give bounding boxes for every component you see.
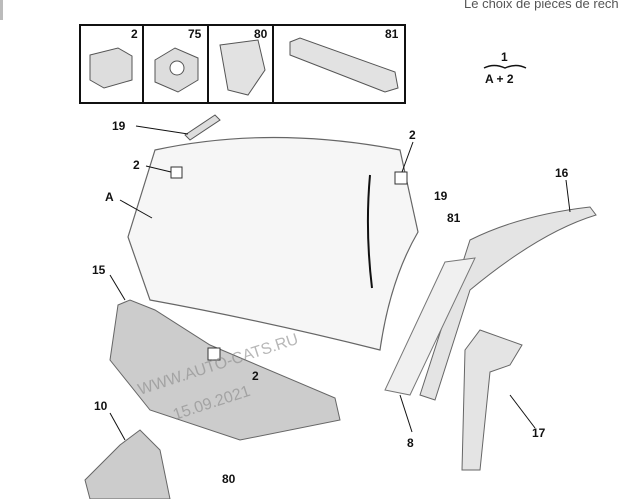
callout-16: 16 <box>555 166 569 180</box>
cowl-panel <box>109 299 341 441</box>
header-text: Le choix de pièces de rech <box>464 0 619 11</box>
pillar-lower <box>461 329 523 471</box>
bracket-10 <box>84 429 171 499</box>
callout-17: 17 <box>532 426 546 440</box>
a-pillar-trim <box>419 206 597 401</box>
part-81-strip <box>289 37 399 93</box>
callout-8: 8 <box>407 436 414 450</box>
legend-label-81: 81 <box>385 27 399 41</box>
callout-81: 81 <box>447 211 461 225</box>
callout-10: 10 <box>94 399 108 413</box>
left-edge <box>0 0 3 20</box>
callout-2-right: 2 <box>409 128 416 142</box>
callout-80: 80 <box>222 472 236 486</box>
callout-a: A <box>105 190 114 204</box>
part-80-clip <box>219 39 266 96</box>
part-2-block <box>89 47 133 89</box>
callout-2: 2 <box>133 158 140 172</box>
formula-bottom: A + 2 <box>485 72 514 86</box>
callout-2-lower: 2 <box>252 369 259 383</box>
callout-15: 15 <box>92 263 106 277</box>
seal-strip <box>384 257 476 396</box>
legend-label-75: 75 <box>188 27 202 41</box>
callout-19: 19 <box>112 119 126 133</box>
legend-label-80: 80 <box>254 27 268 41</box>
callout-19-right: 19 <box>434 189 448 203</box>
legend-label-2: 2 <box>131 27 138 41</box>
callouts: 19 2 A 2 19 81 16 15 2 10 8 80 17 <box>92 119 571 486</box>
formula-top: 1 <box>501 50 508 64</box>
windscreen <box>127 136 419 351</box>
legend-box: 2 75 80 81 <box>79 24 406 104</box>
